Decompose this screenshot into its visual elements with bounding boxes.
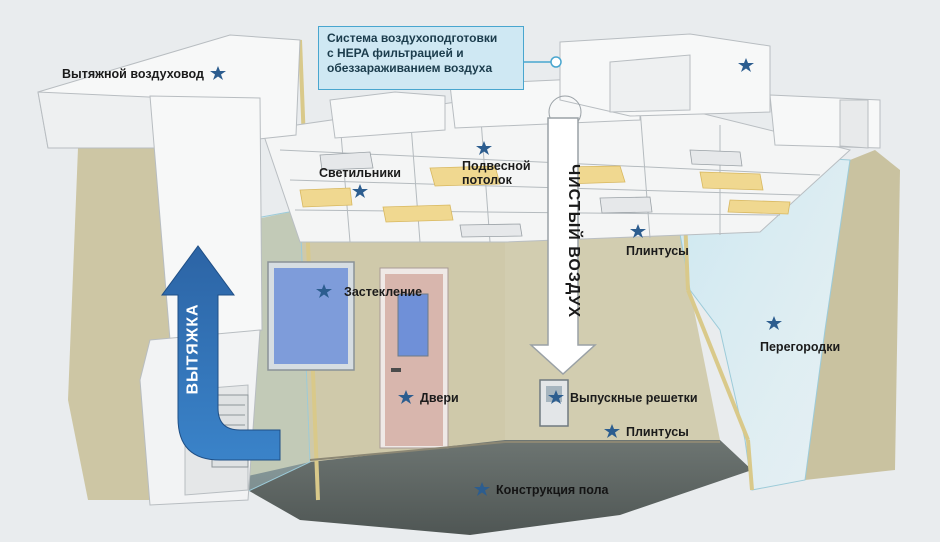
ceiling-luminaires	[299, 165, 791, 223]
callout-floor-construction: Конструкция пола	[474, 482, 608, 498]
marker-star-icon	[604, 424, 620, 438]
floor	[230, 440, 752, 535]
marker-star-icon	[474, 482, 490, 496]
callout-plinths-bottom: Плинтусы	[604, 424, 689, 440]
callout-glazing: Застекление	[316, 284, 422, 300]
marker-star-icon	[351, 184, 368, 198]
callout-exhaust-duct-text: Вытяжной воздуховод	[62, 67, 204, 81]
callout-partitions: Перегородки	[760, 316, 840, 354]
door-vision-panel	[397, 293, 429, 357]
callout-suspended-ceiling-text: Подвесной потолок	[462, 159, 531, 187]
marker-star-icon	[766, 316, 782, 330]
marker-star-icon	[630, 224, 646, 238]
plinth	[309, 441, 720, 461]
marker-star-icon	[476, 141, 492, 155]
callout-glazing-text: Застекление	[344, 285, 423, 299]
exhaust-label: ВЫТЯЖКА	[184, 303, 202, 395]
window-glass	[274, 268, 348, 364]
air-handling-ducts	[329, 33, 881, 149]
callout-plinths-top: Плинтусы	[626, 224, 689, 258]
hepa-line-3: обеззараживанием воздуха	[327, 61, 493, 75]
callout-plinths-bottom-text: Плинтусы	[626, 425, 689, 439]
callout-outlet-grilles: Выпускные решетки	[548, 390, 698, 406]
marker-star-icon	[548, 390, 564, 404]
right-outer-wall	[805, 150, 900, 480]
clean-air-label: ЧИСТЫЙ ВОЗДУХ	[565, 163, 583, 319]
marker-star-icon	[209, 66, 226, 80]
callout-luminaires-text: Светильники	[319, 166, 401, 180]
ceiling-diffusers	[319, 149, 743, 238]
marker-star-icon	[738, 58, 754, 72]
hepa-line-1: Система воздухоподготовки	[327, 31, 498, 45]
exhaust-arrow	[161, 245, 281, 461]
marker-star-icon	[398, 390, 414, 404]
callout-partitions-text: Перегородки	[760, 340, 841, 354]
hepa-line-2: с HEPA фильтрацией и	[327, 46, 464, 60]
marker-star-icon	[316, 284, 332, 298]
door-handle	[391, 368, 401, 372]
clean-air-arrow	[529, 117, 597, 376]
callout-doors: Двери	[398, 390, 459, 406]
callout-hepa-marker	[738, 58, 754, 74]
callout-exhaust-duct: Вытяжной воздуховод	[62, 66, 226, 82]
callout-luminaires: Светильники	[319, 166, 401, 200]
callout-suspended-ceiling: Подвесной потолок	[462, 141, 540, 187]
callout-floor-construction-text: Конструкция пола	[496, 483, 609, 497]
hepa-system-label: Система воздухоподготовки с HEPA фильтра…	[318, 26, 524, 90]
callout-outlet-grilles-text: Выпускные решетки	[570, 391, 698, 405]
callout-plinths-top-text: Плинтусы	[626, 244, 689, 258]
callout-doors-text: Двери	[420, 391, 459, 405]
